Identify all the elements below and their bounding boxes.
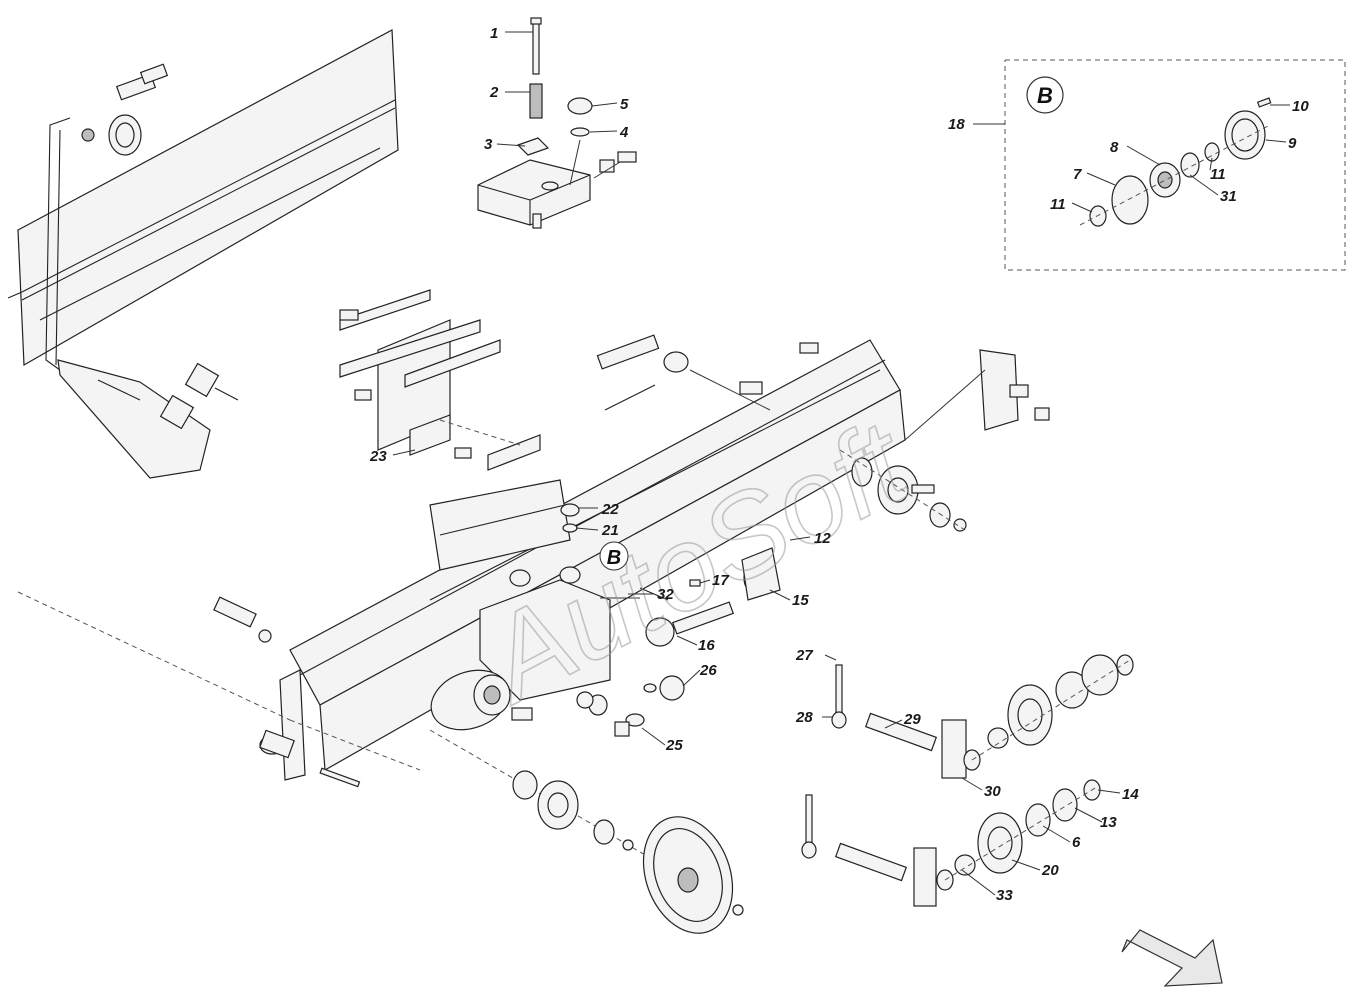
chain-assembly [596,334,819,411]
callout-10: 10 [1292,98,1309,115]
callout-3: 3 [484,136,493,153]
callout-22: 22 [601,501,619,518]
callout-17: 17 [712,572,729,589]
callout-23: 23 [369,448,387,465]
leader-lines [392,31,1290,896]
beam-bearings [839,449,967,532]
callout-6: 6 [1072,834,1081,851]
detail-badge: B [1037,83,1053,108]
callout-14: 14 [1122,786,1139,803]
callout-31: 31 [1220,188,1237,205]
callout-8: 8 [1110,139,1119,156]
callout-27: 27 [795,647,813,664]
callout-16: 16 [698,637,715,654]
callout-21: 21 [601,522,619,539]
callout-4: 4 [619,124,629,141]
callout-9: 9 [1288,135,1297,152]
callout-11-right: 11 [1210,166,1226,183]
callout-18: 18 [948,116,965,133]
callout-11-left: 11 [1050,196,1066,213]
callout-28: 28 [795,709,813,726]
detail-reference-b: B [607,547,621,569]
callout-1: 1 [490,25,498,42]
callout-20: 20 [1041,862,1059,879]
tensioner-assembly [801,654,1134,907]
callout-5: 5 [620,96,629,113]
bracket-assembly [477,17,637,229]
callout-15: 15 [792,592,809,609]
callout-29: 29 [903,711,921,728]
plate-assembly [339,289,541,471]
detail-view-b: B [1004,59,1346,271]
lower-pulley [213,596,744,934]
callout-7: 7 [1073,166,1082,183]
callout-13: 13 [1100,814,1117,831]
callout-12: 12 [814,530,831,547]
central-housing [430,503,781,737]
callout-33: 33 [996,887,1013,904]
side-panel [7,29,399,479]
direction-arrow-icon [1121,929,1223,987]
callout-32: 32 [657,586,674,603]
callout-25: 25 [665,737,683,754]
callout-labels: 1 2 3 4 5 18 10 9 8 7 11 31 11 23 22 21 … [369,25,1309,904]
callout-30: 30 [984,783,1001,800]
callout-26: 26 [699,662,717,679]
callout-2: 2 [489,84,499,101]
